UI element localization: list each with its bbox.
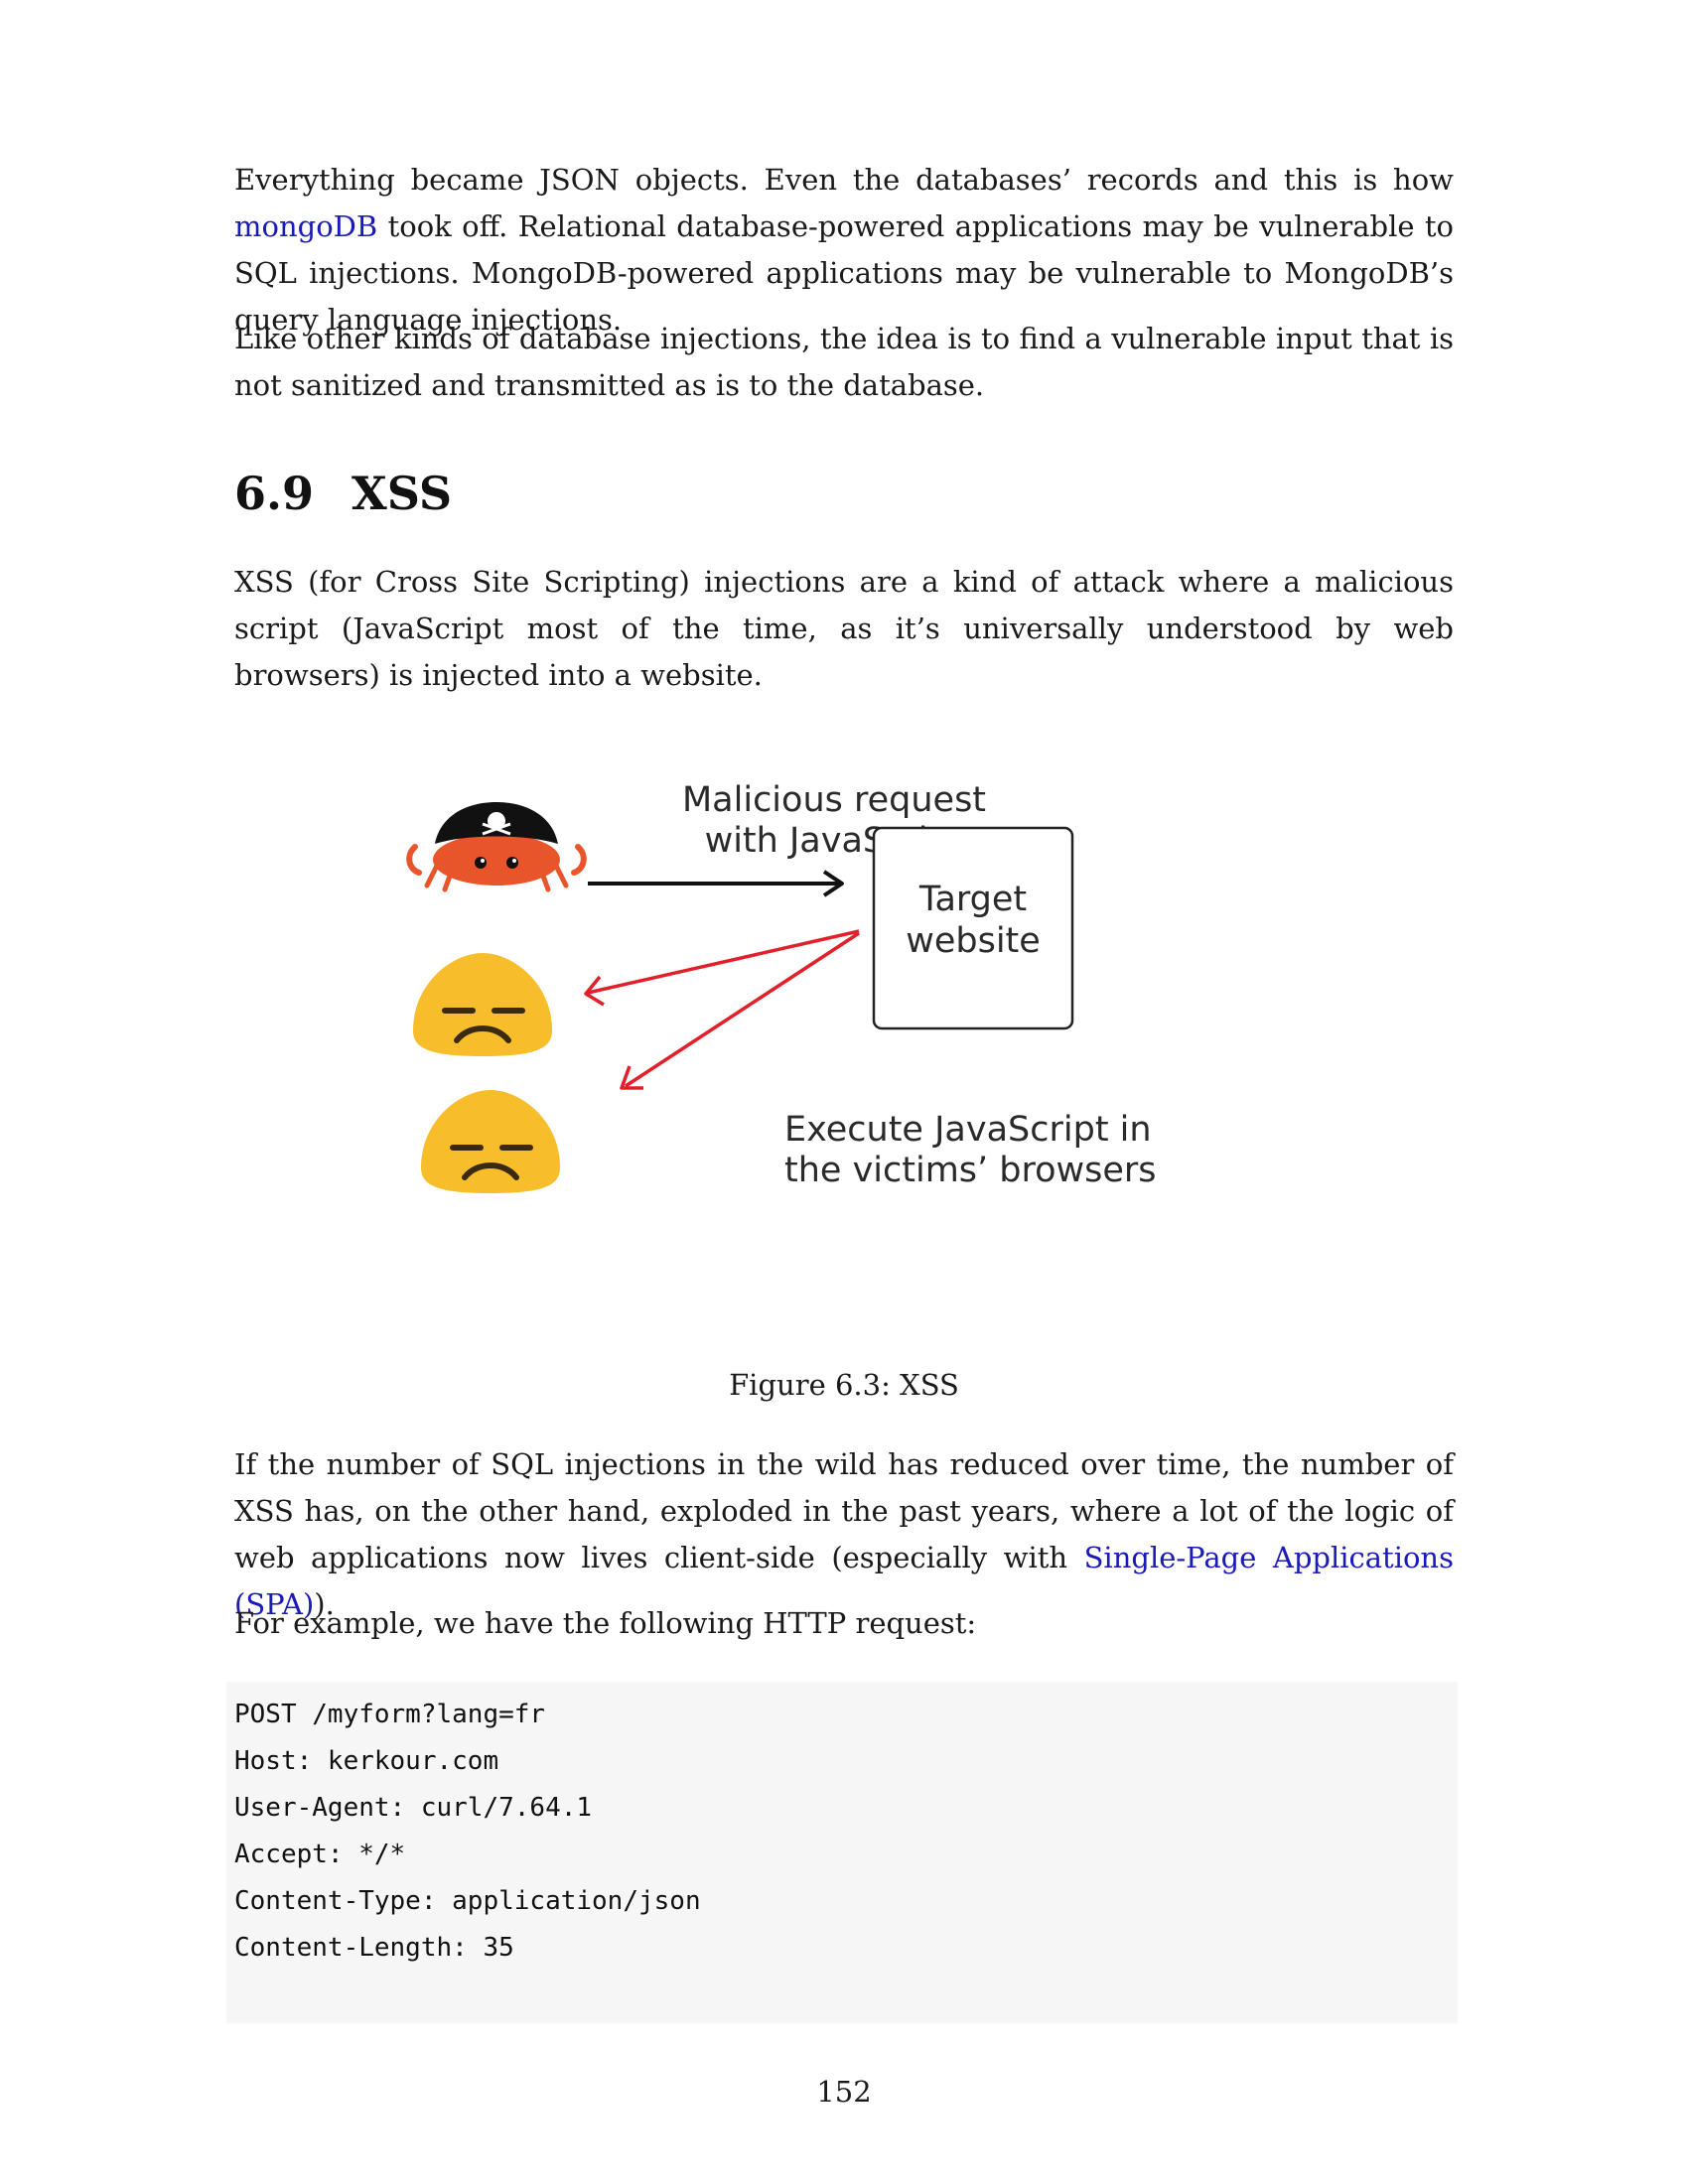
xss-diagram: Malicious request with JavaScript Target… <box>406 780 1157 1193</box>
section-heading: 6.9 XSS <box>234 467 452 520</box>
figure-caption: Figure 6.3: XSS <box>729 1368 959 1402</box>
code-block: POST /myform?lang=fr Host: kerkour.com U… <box>226 1682 1458 2023</box>
target-website-box: Target website <box>872 826 1074 1030</box>
malicious-request-label-line-1: Malicious request <box>682 780 986 820</box>
paragraph-mongodb-text-1: Everything became JSON objects. Even the… <box>234 163 1454 197</box>
code-line: Content-Length: 35 <box>234 1933 514 1963</box>
arrow-request <box>588 870 844 897</box>
code-line: Host: kerkour.com <box>234 1746 499 1776</box>
victim-face-icon <box>413 953 552 1056</box>
paragraph-xss-growth-text-2: ). <box>314 1587 335 1621</box>
execute-javascript-label-line-1: Execute JavaScript in <box>784 1110 1152 1150</box>
code-line: POST /myform?lang=fr <box>234 1700 546 1729</box>
paragraph-mongodb: Everything became JSON objects. Even the… <box>234 157 1454 343</box>
section-number: 6.9 <box>234 467 315 520</box>
spa-link[interactable]: Single-Page Applications (SPA) <box>234 1541 1454 1621</box>
execute-javascript-label-line-2: the victims’ browsers <box>784 1151 1157 1190</box>
target-website-label-line-2: website <box>906 921 1041 961</box>
section-title: XSS <box>352 467 453 520</box>
code-line: Content-Type: application/json <box>234 1886 701 1916</box>
arrow-response-2 <box>620 931 860 1090</box>
page-number: 152 <box>816 2075 872 2109</box>
code-line: Accept: */* <box>234 1840 406 1869</box>
paragraph-xss-growth: If the number of SQL injections in the w… <box>234 1441 1454 1628</box>
paragraph-xss-definition: XSS (for Cross Site Scripting) injection… <box>234 565 1454 692</box>
arrow-response-1 <box>584 929 860 1007</box>
mongodb-link[interactable]: mongoDB <box>234 209 378 243</box>
code-line: User-Agent: curl/7.64.1 <box>234 1793 593 1823</box>
pirate-crab-icon <box>406 802 587 892</box>
victim-face-icon <box>421 1090 560 1193</box>
paragraph-database-injections: Like other kinds of database injections,… <box>234 322 1454 402</box>
paragraph-xss-growth-text-1: If the number of SQL injections in the w… <box>234 1447 1454 1574</box>
paragraph-http-example: For example, we have the following HTTP … <box>234 1606 977 1640</box>
target-website-label-line-1: Target <box>918 880 1027 919</box>
paragraph-mongodb-text-2: took off. Relational database-powered ap… <box>234 209 1454 337</box>
